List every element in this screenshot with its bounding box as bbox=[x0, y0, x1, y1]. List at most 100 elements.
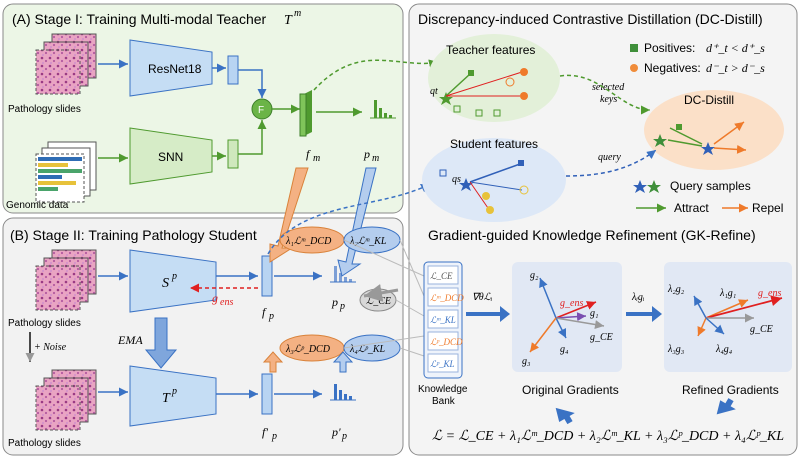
svg-text:qs: qs bbox=[452, 174, 461, 185]
pathology-slides-stack-2 bbox=[35, 249, 97, 311]
negatives-label: Negatives: bbox=[644, 61, 701, 75]
pathology-slides-stack-3 bbox=[35, 369, 97, 431]
fm-label: f bbox=[306, 147, 311, 161]
positives-label: Positives: bbox=[644, 41, 695, 55]
loss-kl-p: λ₄ℒᵖ_KL bbox=[349, 344, 386, 355]
negatives-rule: d⁻_t > d⁻_s bbox=[706, 61, 765, 75]
stage2-panel bbox=[2, 217, 404, 456]
grad-arrow bbox=[466, 306, 510, 322]
teacher-feature-points bbox=[439, 68, 528, 117]
teacher-p-label: T bbox=[162, 391, 171, 406]
pathology-slides-stack-1 bbox=[35, 33, 97, 95]
fusion-label: F bbox=[258, 105, 264, 116]
loss-kl-m: λ₂ℒᵐ_KL bbox=[349, 236, 387, 247]
slides-label-1: Pathology slides bbox=[8, 104, 81, 115]
student-label: S bbox=[162, 276, 169, 291]
g-label-2: g₂ bbox=[530, 270, 539, 281]
fp2-sub: p bbox=[271, 431, 277, 442]
gens-label: g bbox=[212, 291, 218, 305]
bank-item-box bbox=[427, 309, 459, 329]
loss-dcd-p: λ₃ℒᵖ_DCD bbox=[285, 344, 331, 355]
gens-sub: ens bbox=[220, 297, 233, 308]
fp2-label: f' bbox=[262, 425, 268, 439]
student-sup: p bbox=[171, 271, 177, 282]
attract-label: Attract bbox=[674, 201, 709, 215]
pp2-histogram bbox=[334, 384, 352, 400]
repel-label: Repel bbox=[752, 201, 783, 215]
refined-gradients-label: Refined Gradients bbox=[682, 383, 779, 397]
gk-title: Gradient-guided Knowledge Refinement (GK… bbox=[428, 227, 756, 243]
g-label-4: g₄ bbox=[560, 344, 569, 355]
r-label-1: λ₁g₁ bbox=[719, 288, 736, 299]
bank-item: ℒᵖ_KL bbox=[430, 359, 455, 369]
fp-label: f bbox=[262, 305, 267, 319]
stage1-panel bbox=[2, 3, 404, 214]
refined-gradient-vectors bbox=[693, 295, 783, 337]
snn-encoder bbox=[129, 127, 213, 185]
pm-histogram bbox=[374, 100, 392, 118]
r-label-3: λ₃g₃ bbox=[667, 344, 685, 355]
ema-label: EMA bbox=[117, 333, 143, 347]
negative-legend-icon bbox=[630, 64, 638, 72]
bank-item: ℒ_CE bbox=[430, 271, 453, 281]
scale-op: λᵢgᵢ bbox=[631, 292, 645, 303]
r-label-2: λ₂g₂ bbox=[667, 284, 685, 295]
stage1-title: (A) Stage I: Training Multi-modal Teache… bbox=[12, 11, 267, 27]
bank-item-box bbox=[427, 353, 459, 373]
original-gradients-label: Original Gradients bbox=[522, 383, 619, 397]
positives-rule: d⁺_t < d⁺_s bbox=[706, 41, 765, 55]
query-star-blue bbox=[633, 180, 647, 193]
bank-item-box bbox=[427, 265, 459, 285]
genomic-data-icon bbox=[35, 141, 97, 203]
original-gradient-vectors bbox=[529, 277, 605, 353]
teacher-features-label: Teacher features bbox=[446, 43, 535, 57]
bank-item: ℒᵖ_DCD bbox=[430, 337, 463, 347]
query-star-green bbox=[647, 180, 661, 193]
query-label: query bbox=[598, 152, 621, 163]
g-label-ce: g_CE bbox=[590, 332, 613, 343]
teacher-p-encoder bbox=[129, 365, 217, 427]
student-features-cloud bbox=[422, 138, 566, 222]
pp-histogram bbox=[334, 266, 352, 282]
r-label-4: λ₄g₄ bbox=[715, 344, 733, 355]
fp-bar bbox=[261, 255, 273, 297]
loss-ce: ℒ_CE bbox=[366, 296, 391, 307]
pp-label: p bbox=[331, 295, 338, 309]
dc-title: Discrepancy-induced Contrastive Distilla… bbox=[418, 11, 763, 27]
pp2-sub: p bbox=[341, 431, 347, 442]
total-loss: ℒ = ℒ_CE + λ₁ℒᵐ_DCD + λ₂ℒᵐ_KL + λ₃ℒᵖ_DCD… bbox=[432, 429, 784, 444]
student-feature-points bbox=[439, 160, 529, 214]
fp2-bar bbox=[261, 373, 273, 415]
fp-sub: p bbox=[268, 311, 274, 322]
pp2-label: p' bbox=[331, 425, 341, 439]
student-features-label: Student features bbox=[450, 137, 538, 151]
dc-distill-points bbox=[653, 121, 747, 155]
teacher-p-sup: p bbox=[171, 386, 177, 397]
query-samples-label: Query samples bbox=[670, 179, 751, 193]
resnet18-encoder bbox=[129, 39, 213, 97]
selected-keys-1: selected bbox=[592, 82, 625, 93]
bank-label-2: Bank bbox=[432, 396, 456, 407]
fm-distill-arrow bbox=[269, 167, 309, 263]
dc-distill-label: DC-Distill bbox=[684, 93, 734, 107]
teacher-features-cloud bbox=[428, 34, 560, 122]
fm-sub: m bbox=[313, 153, 320, 164]
dc-distill-cloud bbox=[644, 90, 784, 170]
refined-gradients-box bbox=[664, 262, 792, 372]
genomic-label: Genomic data bbox=[6, 200, 69, 211]
bank-label-1: Knowledge bbox=[418, 384, 468, 395]
student-encoder bbox=[129, 249, 217, 313]
noise-label: + Noise bbox=[34, 342, 67, 353]
g-label-1: g₁ bbox=[590, 308, 598, 319]
svg-text:qt: qt bbox=[430, 86, 438, 97]
stage2-title: (B) Stage II: Training Pathology Student bbox=[10, 227, 257, 243]
grad-op: ∇θℒᵢ bbox=[472, 292, 493, 303]
bank-item: ℒᵐ_KL bbox=[430, 315, 456, 325]
gene-feature bbox=[227, 139, 239, 169]
bank-item-box bbox=[427, 331, 459, 351]
g-label-3: g₃ bbox=[522, 356, 531, 367]
pm-distill-arrow bbox=[337, 167, 377, 277]
r-label-ce: g_CE bbox=[750, 324, 773, 335]
